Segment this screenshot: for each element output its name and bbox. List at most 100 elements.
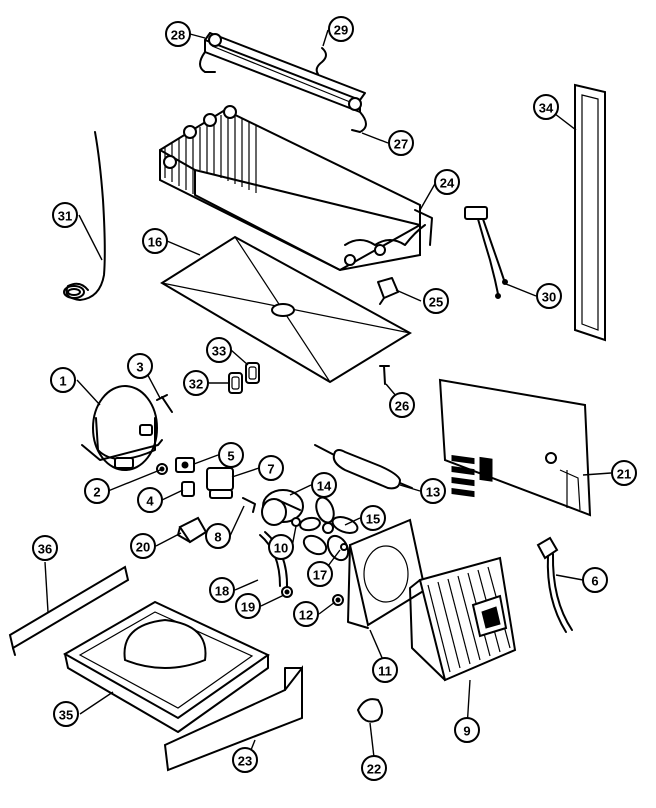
part-29-clip — [315, 47, 327, 75]
callout-circle — [53, 701, 79, 727]
callout-label: 32 — [189, 377, 203, 392]
callout-label: 22 — [367, 762, 381, 777]
callout-circle — [454, 717, 480, 743]
callout-c25: 25 — [423, 288, 449, 314]
part-11-fan-shroud — [347, 518, 427, 629]
callout-c29: 29 — [328, 16, 354, 42]
callout-circle — [328, 16, 354, 42]
callout-c3: 3 — [127, 353, 153, 379]
callout-label: 21 — [617, 467, 631, 482]
callout-circle — [536, 283, 562, 309]
callout-label: 33 — [212, 344, 226, 359]
callout-c11: 11 — [372, 657, 398, 683]
part-21-rear-cover — [438, 378, 592, 517]
callout-label: 10 — [274, 541, 288, 556]
callout-c27: 27 — [388, 130, 414, 156]
callout-label: 9 — [463, 724, 470, 739]
callout-circle — [183, 370, 209, 396]
callout-circle — [52, 202, 78, 228]
callout-circle — [32, 535, 58, 561]
callout-label: 27 — [394, 137, 408, 152]
callout-c21: 21 — [611, 460, 637, 486]
callout-label: 18 — [215, 584, 229, 599]
part-3-bolt — [156, 394, 173, 413]
part-17-clip — [340, 543, 348, 551]
callout-label: 20 — [136, 540, 150, 555]
callout-circle — [420, 478, 446, 504]
callout-c9: 9 — [454, 717, 480, 743]
part-31-drain-tube — [63, 131, 106, 301]
part-10-clip — [291, 517, 301, 527]
part-9-condenser — [409, 556, 517, 682]
callout-label: 35 — [59, 708, 73, 723]
callout-label: 14 — [317, 479, 332, 494]
part-14-fan-motor — [261, 489, 304, 526]
callout-label: 2 — [93, 485, 100, 500]
callout-circle — [206, 337, 232, 363]
callout-circle — [361, 755, 387, 781]
callout-circle — [372, 657, 398, 683]
callout-circle — [235, 593, 261, 619]
callout-label: 30 — [542, 290, 556, 305]
part-6-power-cord — [536, 536, 573, 633]
callout-c22: 22 — [361, 755, 387, 781]
callout-c7: 7 — [258, 455, 284, 481]
callout-circle — [582, 567, 608, 593]
callout-label: 31 — [58, 209, 72, 224]
callout-label: 7 — [267, 462, 274, 477]
leader-lines — [44, 29, 612, 767]
part-2-grommet — [156, 463, 168, 475]
part-1-compressor — [81, 385, 163, 471]
part-7-overload — [206, 467, 234, 499]
callout-c20: 20 — [130, 533, 156, 559]
callout-label: 34 — [539, 101, 554, 116]
callout-label: 19 — [241, 600, 255, 615]
part-34-side-panel — [574, 83, 606, 342]
callout-circle — [268, 534, 294, 560]
callout-circle — [258, 455, 284, 481]
callout-c6: 6 — [582, 567, 608, 593]
callout-circle — [142, 228, 168, 254]
callout-circle — [84, 478, 110, 504]
callout-c15: 15 — [360, 505, 386, 531]
callout-c24: 24 — [434, 169, 460, 195]
callout-label: 11 — [378, 664, 392, 679]
callout-circle — [127, 353, 153, 379]
callout-label: 5 — [227, 449, 234, 464]
callout-label: 17 — [313, 568, 327, 583]
callout-label: 24 — [440, 176, 455, 191]
part-15-fan-blade — [299, 496, 359, 562]
callout-circle — [209, 577, 235, 603]
part-12-grommet — [332, 594, 344, 606]
callout-circle — [423, 288, 449, 314]
part-22-cap — [356, 698, 383, 723]
part-19-grommet — [281, 586, 293, 598]
callout-circle — [165, 21, 191, 47]
callout-circle — [307, 561, 333, 587]
callout-circle — [533, 94, 559, 120]
callout-c28a: 28 — [165, 21, 191, 47]
callout-circle — [50, 367, 76, 393]
part-8-strap — [242, 497, 256, 513]
callout-c36: 36 — [32, 535, 58, 561]
callout-label: 8 — [214, 530, 221, 545]
part-24-evaporator — [159, 105, 433, 272]
callout-c33: 33 — [206, 337, 232, 363]
part-16-evaporator-cover — [160, 235, 412, 384]
callout-c32: 32 — [183, 370, 209, 396]
callout-label: 16 — [148, 235, 162, 250]
part-23-kickplate — [163, 665, 303, 772]
callout-c4: 4 — [137, 487, 163, 513]
callout-label: 3 — [136, 360, 143, 375]
part-33-grommet — [245, 362, 260, 384]
callout-label: 23 — [238, 754, 252, 769]
callout-circle — [293, 601, 319, 627]
callout-circle — [434, 169, 460, 195]
callout-label: 1 — [59, 374, 66, 389]
callout-c5: 5 — [218, 442, 244, 468]
callout-circle — [130, 533, 156, 559]
callout-label: 13 — [426, 485, 440, 500]
part-30-sensor — [464, 206, 508, 299]
callout-c26: 26 — [389, 392, 415, 418]
